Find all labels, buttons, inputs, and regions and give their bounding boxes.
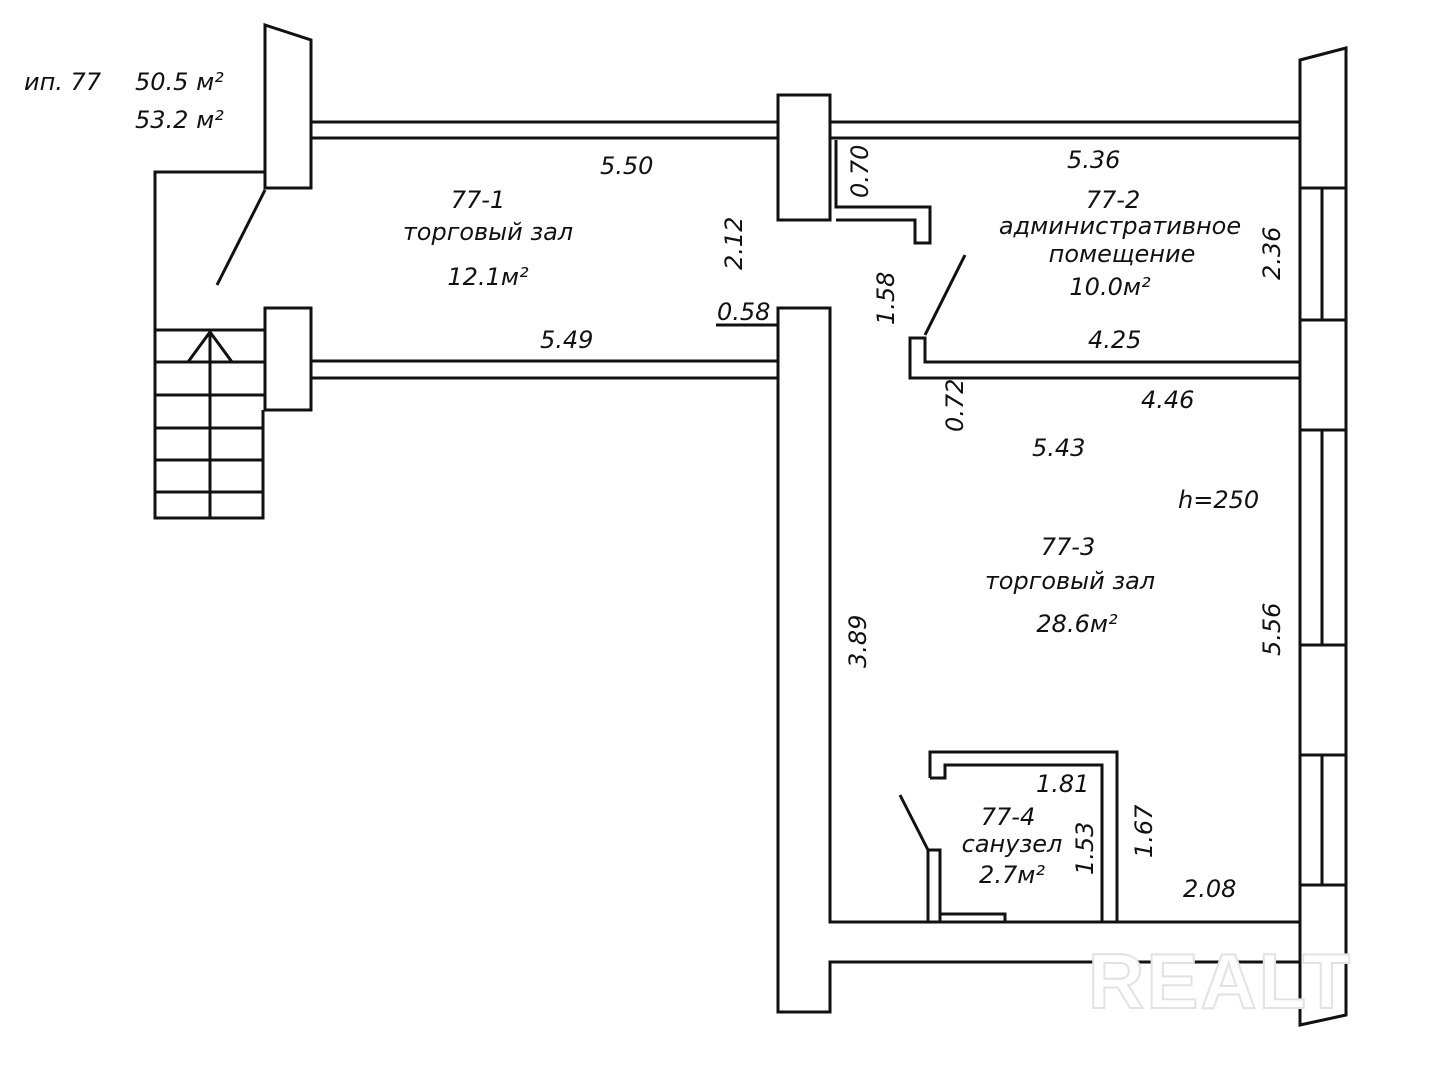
wall-pier-right-2	[1298, 643, 1348, 757]
dim-158: 1.58	[872, 272, 900, 325]
wall-pier-top-left	[263, 22, 313, 190]
partition-77-2-77-3	[908, 336, 1302, 380]
wall-bottom-77-1	[309, 359, 780, 380]
ceiling-height: h=250	[1178, 486, 1259, 514]
room-77-2-name-1: административное	[999, 212, 1241, 240]
room-77-1-area: 12.1м²	[447, 263, 529, 291]
dim-543: 5.43	[1032, 434, 1085, 462]
dim-070: 0.70	[846, 145, 874, 198]
room-77-2-name-2: помещение	[1049, 240, 1196, 268]
door-swing-entrance	[215, 189, 267, 286]
stair-arrow-icon	[186, 329, 234, 363]
bathroom-wall	[928, 750, 1119, 924]
wall-pier-left-lower	[263, 306, 313, 412]
room-77-2-id: 77-2	[1086, 186, 1140, 214]
door-swing-77-4	[898, 794, 930, 851]
dim-058: 0.58	[717, 298, 770, 326]
room-77-4-name: санузел	[962, 830, 1063, 858]
wall-top-77-1	[309, 120, 780, 140]
wall-pier-right-1	[1298, 318, 1348, 432]
watermark-logo: REALT	[1088, 937, 1352, 1025]
area-total: 53.2 м²	[135, 106, 224, 134]
room-77-3-name: торговый зал	[985, 567, 1155, 595]
dim-425: 4.25	[1088, 326, 1141, 354]
unit-label: ип. 77	[24, 68, 102, 96]
dim-556: 5.56	[1258, 603, 1286, 656]
room-77-3-area: 28.6м²	[1036, 610, 1118, 638]
dim-072: 0.72	[941, 379, 969, 432]
dim-181: 1.81	[1036, 770, 1089, 798]
dim-446: 4.46	[1141, 386, 1194, 414]
dim-536: 5.36	[1067, 146, 1120, 174]
room-77-4-id: 77-4	[981, 803, 1035, 831]
room-77-2-area: 10.0м²	[1069, 273, 1151, 301]
dim-153: 1.53	[1071, 822, 1099, 875]
bathroom-partition	[926, 848, 942, 924]
walls	[263, 22, 1348, 1027]
dim-236: 2.36	[1258, 227, 1286, 280]
dim-389: 3.89	[844, 615, 872, 668]
dim-549: 5.49	[540, 326, 593, 354]
room-77-1-name: торговый зал	[403, 218, 573, 246]
room-77-3-id: 77-3	[1041, 533, 1095, 561]
wall-middle-vertical	[776, 306, 1302, 1014]
dimensions: 5.50 5.36 0.70 2.12 2.36 0.58 5.49 1.58 …	[540, 145, 1286, 903]
dim-550: 5.50	[600, 152, 653, 180]
bathroom-threshold	[938, 912, 1007, 924]
dim-212: 2.12	[720, 217, 748, 270]
room-77-1-id: 77-1	[451, 186, 505, 214]
staircase	[153, 170, 265, 520]
door-swing-77-2	[923, 254, 967, 336]
dim-167: 1.67	[1130, 804, 1158, 858]
partition-77-2	[834, 140, 932, 245]
area-main: 50.5 м²	[135, 68, 224, 96]
dim-208: 2.08	[1183, 875, 1236, 903]
wall-pier-top-middle	[776, 93, 832, 222]
room-77-4-area: 2.7м²	[979, 861, 1045, 889]
wall-top-77-2	[828, 120, 1302, 140]
